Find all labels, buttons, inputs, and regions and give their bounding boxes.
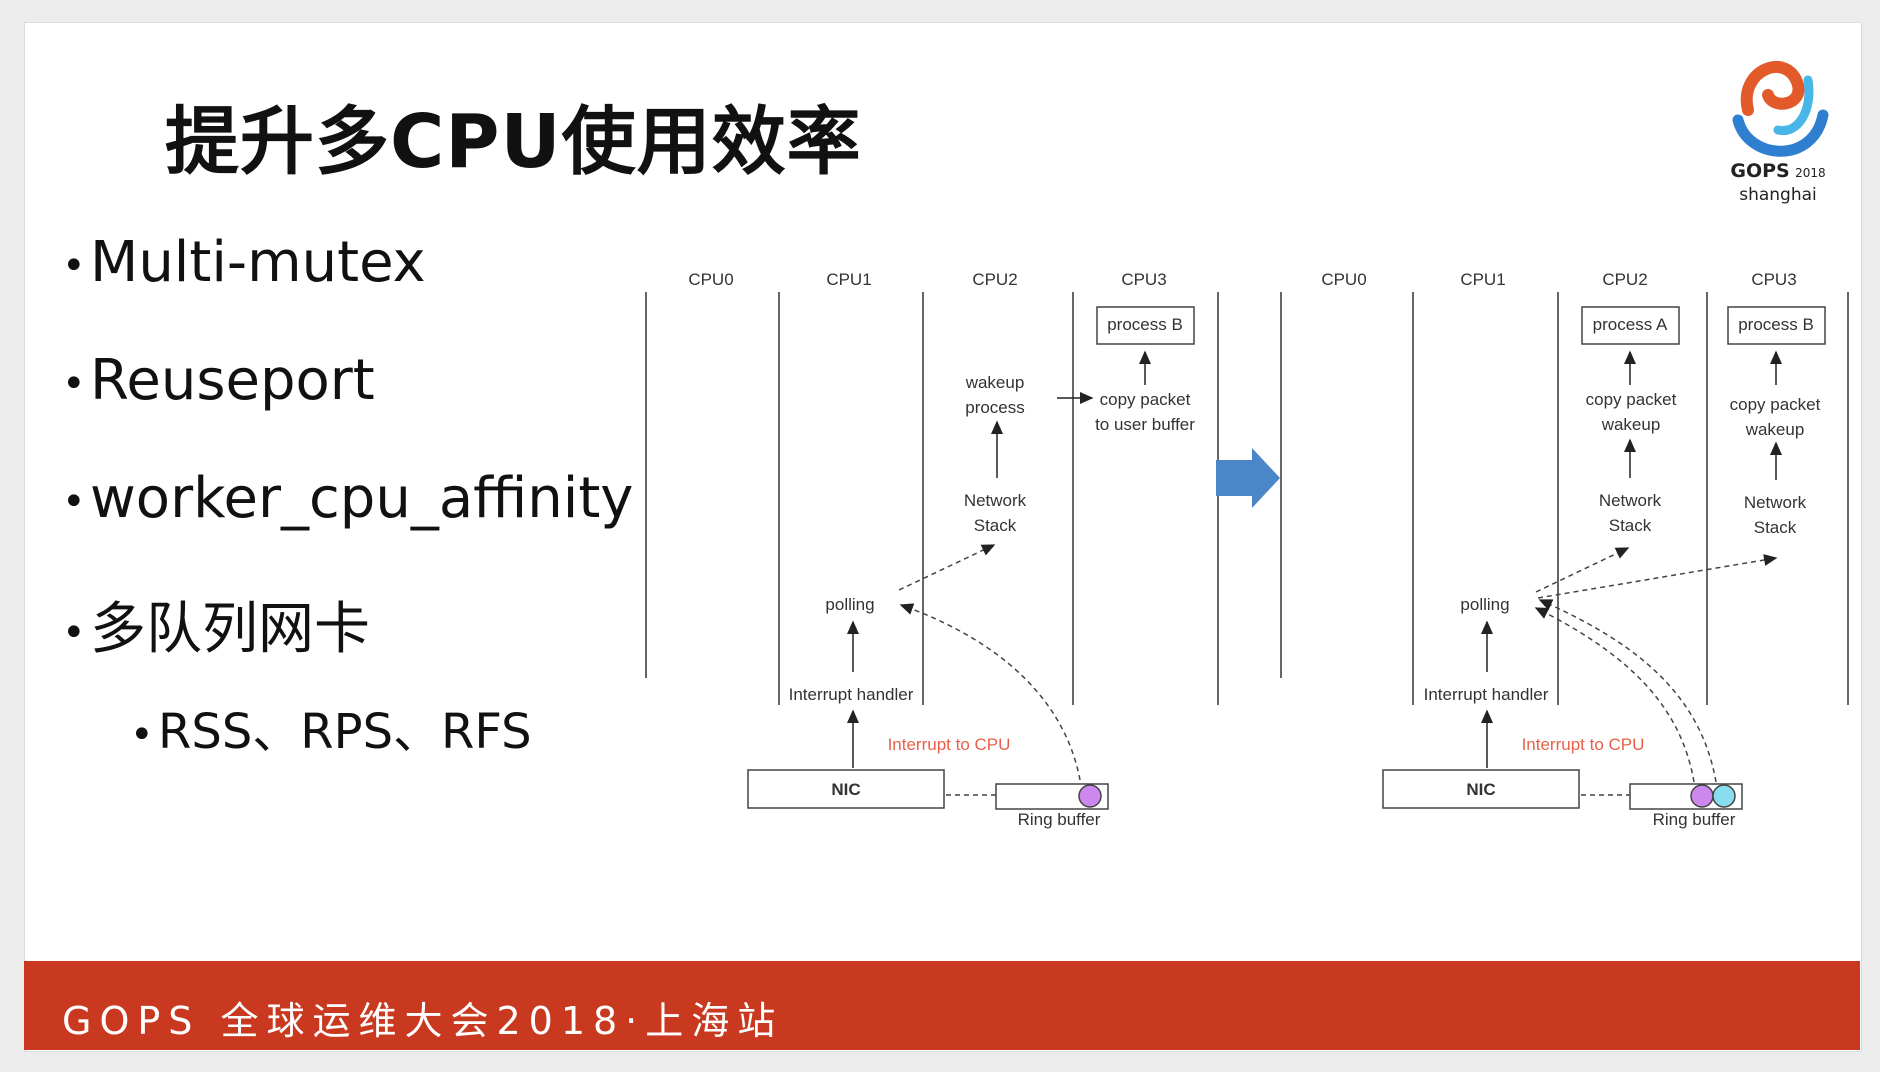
bullet-glyph: • <box>130 712 154 758</box>
dashed-arrow <box>898 544 996 591</box>
left-diagram: CPU0 CPU1 CPU2 CPU3 process B wakeup pro… <box>645 270 1219 829</box>
nic-label: NIC <box>1466 780 1495 799</box>
copy-label: copy packet <box>1730 395 1821 414</box>
gops-logo <box>1732 61 1829 157</box>
polling-label: polling <box>825 595 874 614</box>
interrupt-to-cpu-label: Interrupt to CPU <box>888 735 1011 754</box>
bullet-item: •多队列网卡 <box>62 584 370 665</box>
process-box <box>1727 306 1826 345</box>
transition-arrow-icon <box>1216 448 1280 508</box>
bullet-text: 多队列网卡 <box>90 597 370 662</box>
logo-name: GOPS <box>1730 160 1790 182</box>
process-label: process B <box>1107 315 1183 334</box>
ring-buffer-slot <box>1690 784 1714 808</box>
polling-label: polling <box>1460 595 1509 614</box>
cpu-label: CPU0 <box>1321 270 1366 289</box>
interrupt-handler-label: Interrupt handler <box>1424 685 1549 704</box>
nic-label: NIC <box>831 780 860 799</box>
cpu-label: CPU2 <box>972 270 1017 289</box>
cpu-label: CPU2 <box>1602 270 1647 289</box>
dashed-arrow <box>1535 547 1630 593</box>
process-box <box>1096 306 1195 345</box>
logo-swirl-blue <box>1732 109 1829 157</box>
wakeup-label: wakeup <box>1601 415 1661 434</box>
ring-buffer-slot <box>1712 784 1736 808</box>
dashed-arrow <box>1538 599 1717 783</box>
nic-box <box>747 769 945 809</box>
cpu-label: CPU3 <box>1751 270 1796 289</box>
footer-text: GOPS 全球运维大会2018·上海站 <box>62 999 784 1043</box>
bullet-glyph: • <box>62 360 86 407</box>
logo-year: 2018 <box>1795 166 1826 180</box>
bullet-glyph: • <box>62 242 86 289</box>
process-label: process B <box>1738 315 1814 334</box>
bullet-item: •Multi-mutex <box>62 230 426 295</box>
sub-bullet-item: •RSS、RPS、RFS <box>130 692 532 762</box>
network-label: Network <box>1744 493 1807 512</box>
network-label: Stack <box>1609 516 1652 535</box>
network-label: Network <box>964 491 1027 510</box>
network-label: Stack <box>974 516 1017 535</box>
wakeup-label: process <box>965 398 1025 417</box>
logo-swirl-lightblue <box>1773 75 1814 136</box>
wakeup-label: wakeup <box>1745 420 1805 439</box>
ring-buffer-label: Ring buffer <box>1653 810 1736 829</box>
logo-swirl-orange <box>1740 61 1805 116</box>
slide-title: 提升多CPU使用效率 <box>165 99 862 185</box>
process-box <box>1581 306 1680 345</box>
sub-bullet-text: RSS、RPS、RFS <box>158 704 532 760</box>
ring-buffer-slot <box>1078 784 1102 808</box>
cpu-label: CPU1 <box>1460 270 1505 289</box>
footer-bar <box>24 961 1860 1050</box>
logo-caption: GOPS 2018 shanghai <box>1730 160 1826 206</box>
bullet-text: Multi-mutex <box>90 230 426 295</box>
dashed-arrow <box>899 603 1081 781</box>
bullet-text: Reuseport <box>90 348 375 413</box>
bullet-item: •worker_cpu_affinity <box>62 466 633 531</box>
network-label: Network <box>1599 491 1662 510</box>
wakeup-label: wakeup <box>965 373 1025 392</box>
copy-label: copy packet <box>1586 390 1677 409</box>
copy-label: copy packet <box>1100 390 1191 409</box>
network-label: Stack <box>1754 518 1797 537</box>
interrupt-handler-label: Interrupt handler <box>789 685 914 704</box>
dashed-arrow <box>1537 554 1778 599</box>
bullet-glyph: • <box>62 609 86 656</box>
dashed-arrow <box>1534 607 1695 783</box>
cpu-label: CPU3 <box>1121 270 1166 289</box>
bullet-glyph: • <box>62 478 86 525</box>
cpu-label: CPU0 <box>688 270 733 289</box>
copy-label: to user buffer <box>1095 415 1195 434</box>
slide <box>24 22 1862 1052</box>
ring-buffer-label: Ring buffer <box>1018 810 1101 829</box>
right-diagram: CPU0 CPU1 CPU2 CPU3 process A process B … <box>1280 270 1849 829</box>
process-label: process A <box>1593 315 1668 334</box>
interrupt-to-cpu-label: Interrupt to CPU <box>1522 735 1645 754</box>
logo-city: shanghai <box>1739 185 1817 205</box>
nic-box <box>1382 769 1580 809</box>
bullet-item: •Reuseport <box>62 348 375 413</box>
cpu-label: CPU1 <box>826 270 871 289</box>
bullet-text: worker_cpu_affinity <box>90 466 634 531</box>
